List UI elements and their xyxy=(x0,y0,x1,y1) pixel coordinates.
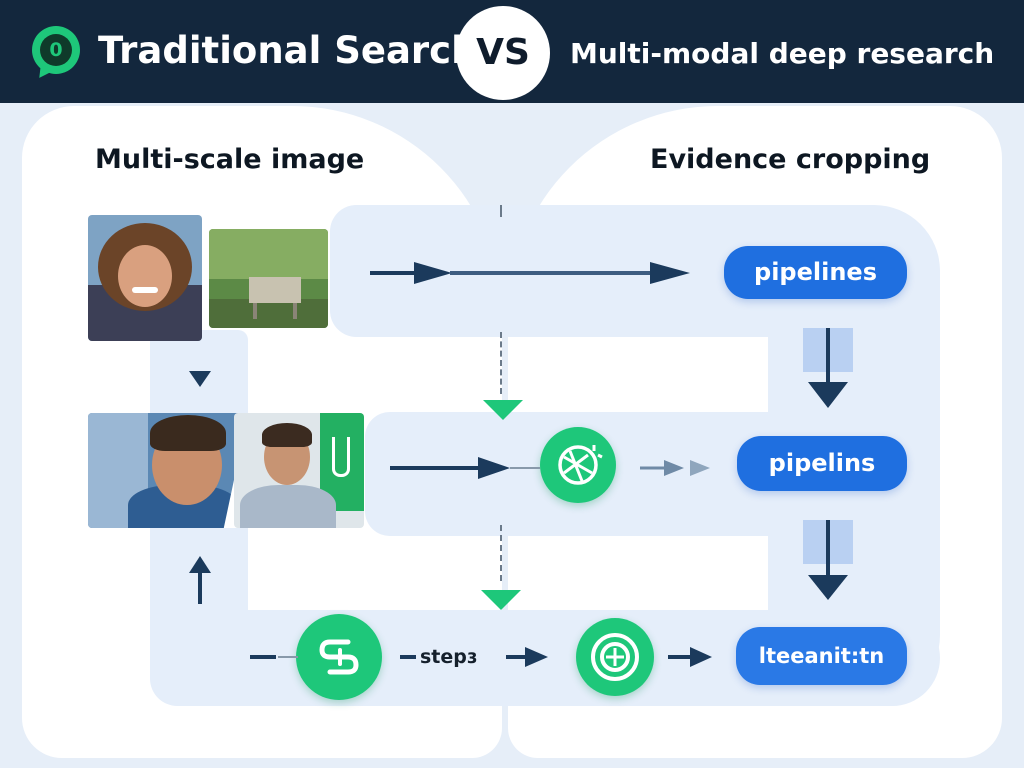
search-bubble-icon: 0 xyxy=(32,26,80,74)
dashed-connector-1 xyxy=(500,332,502,394)
curly-haired-child-photo xyxy=(88,215,202,341)
right-down-arrow-2 xyxy=(803,520,853,600)
park-bench-photo xyxy=(209,229,328,328)
crop-icon xyxy=(558,445,603,485)
vs-badge: VS xyxy=(456,6,550,100)
man-in-office-photo xyxy=(234,413,364,528)
dashed-connector-2 xyxy=(500,525,502,581)
middle-row-arrow xyxy=(390,457,540,479)
steps-label: stepɜ xyxy=(420,646,478,668)
left-down-triangle xyxy=(189,371,211,387)
link-icon xyxy=(319,639,359,675)
header-bar: 0 Traditional Search VS Multi-modal deep… xyxy=(0,0,1024,103)
multi-scale-image-title: Multi-scale image xyxy=(95,144,365,175)
young-man-portrait-photo xyxy=(88,413,248,528)
logo-glyph: 0 xyxy=(40,34,72,66)
dashed-connector-top xyxy=(500,205,502,217)
target-icon xyxy=(591,633,639,681)
left-up-arrow xyxy=(189,556,211,604)
faded-double-arrow xyxy=(640,460,710,476)
garbled-output-pill[interactable]: lteeanit:tn xyxy=(736,627,907,685)
crop-node[interactable] xyxy=(540,427,616,503)
bottom-row-arrows xyxy=(250,647,712,667)
link-node[interactable] xyxy=(296,614,382,700)
top-row-arrow xyxy=(370,262,690,284)
pipelines-pill[interactable]: pipelines xyxy=(724,246,907,299)
right-down-arrow-1 xyxy=(803,328,853,408)
green-down-marker-2 xyxy=(481,590,521,610)
deep-research-title: Multi-modal deep research xyxy=(570,37,995,70)
evidence-cropping-title: Evidence cropping xyxy=(650,144,931,175)
traditional-search-title: Traditional Search xyxy=(98,29,478,72)
pipelins-pill[interactable]: pipelins xyxy=(737,436,907,491)
target-node[interactable] xyxy=(576,618,654,696)
green-down-marker-1 xyxy=(483,400,523,420)
